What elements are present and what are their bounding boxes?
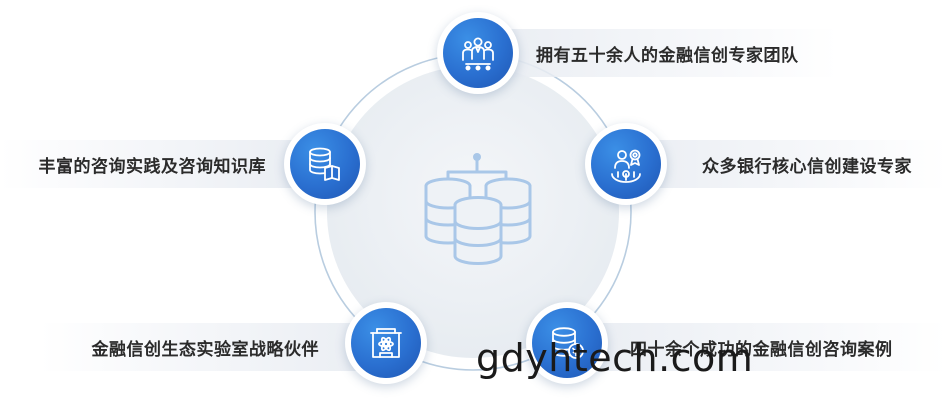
node-ecosystem-lab <box>345 302 427 384</box>
label-success-cases: 四十余个成功的金融信创咨询案例 <box>568 323 947 371</box>
node-disc <box>290 129 360 199</box>
node-disc <box>351 308 421 378</box>
label-knowledge-base: 丰富的咨询实践及咨询知识库 <box>0 140 320 188</box>
expert-gear-badge-icon <box>611 149 641 183</box>
database-book-icon <box>309 147 340 181</box>
node-disc <box>443 18 513 88</box>
node-disc <box>591 129 661 199</box>
database-coin-icon <box>552 327 584 359</box>
node-knowledge-base <box>284 123 366 205</box>
watermark-text: gdyhtech.com <box>476 336 754 380</box>
team-people-icon <box>462 37 494 71</box>
node-success-cases <box>526 302 608 384</box>
node-team <box>437 12 519 94</box>
node-bank-experts <box>585 123 667 205</box>
node-disc <box>532 308 602 378</box>
lab-building-icon <box>370 328 402 358</box>
label-team-experts: 拥有五十余人的金融信创专家团队 <box>478 29 838 77</box>
database-servers-icon <box>424 153 532 265</box>
label-ecosystem-lab: 金融信创生态实验室战略伙伴 <box>40 323 385 371</box>
